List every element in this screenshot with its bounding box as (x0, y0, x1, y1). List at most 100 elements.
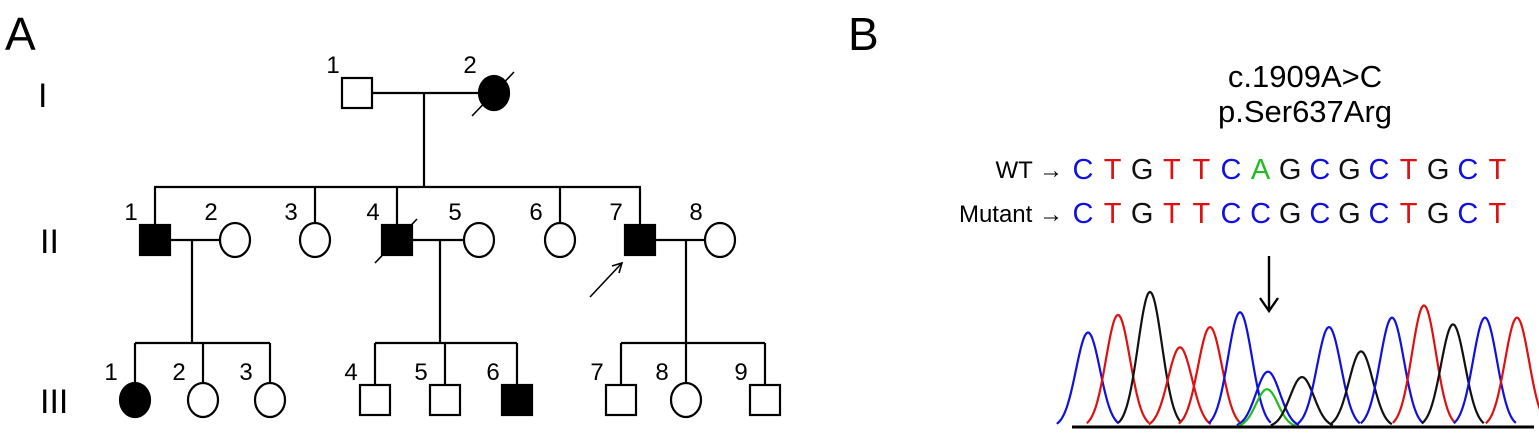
individual-number: 1 (124, 199, 137, 226)
base-letter: G (1338, 198, 1361, 230)
female-symbol (186, 381, 220, 419)
peak-C (1453, 316, 1517, 425)
mutant-label: Mutant → (959, 201, 1063, 228)
female-symbol (253, 381, 287, 419)
female-symbol (118, 381, 152, 419)
individual-number: 3 (239, 359, 252, 386)
panel-a-label: A (5, 8, 36, 60)
deceased-slash (374, 218, 418, 264)
individual-III-3: 3 (239, 359, 287, 419)
base-letter: G (1338, 154, 1361, 186)
individual-number: 4 (344, 359, 357, 386)
peak-G (1117, 290, 1182, 424)
individual-III-1: 1 (104, 359, 152, 419)
base-letter: T (1163, 198, 1181, 230)
pedigree-lines (133, 91, 767, 385)
panel-b-label: B (848, 8, 879, 60)
peak-T (1178, 325, 1242, 425)
individual-number: 3 (284, 199, 297, 226)
generation-label-II: II (40, 223, 59, 261)
peak-C (1360, 316, 1424, 425)
base-letter: G (1427, 154, 1450, 186)
individual-number: 4 (366, 199, 379, 226)
peak-G (1421, 323, 1485, 425)
female-symbol (543, 221, 577, 259)
individual-number: 5 (448, 199, 461, 226)
base-letter: T (1193, 198, 1211, 230)
individual-III-8: 8 (655, 359, 703, 419)
peak-C (1297, 325, 1361, 425)
peak-T (1485, 316, 1539, 425)
base-letter: C (1073, 198, 1094, 230)
male-symbol (604, 383, 638, 417)
individual-III-5: 5 (414, 359, 462, 417)
individual-number: 7 (609, 199, 622, 226)
individual-number: 7 (590, 359, 603, 386)
individual-number: 6 (529, 199, 542, 226)
male-symbol (340, 76, 374, 110)
pedigree-panel: A I II III (5, 8, 782, 421)
base-letter: C (1309, 198, 1330, 230)
individual-III-2: 2 (172, 359, 220, 419)
base-letter: C (1221, 198, 1242, 230)
individual-number: 6 (486, 359, 499, 386)
peak-A (1238, 388, 1296, 427)
individual-number: 1 (326, 52, 339, 79)
individual-II-2: 2 (204, 199, 252, 259)
peak-C (1236, 370, 1300, 427)
base-letter: T (1104, 154, 1122, 186)
female-symbol (703, 221, 737, 259)
male-symbol (138, 223, 172, 257)
base-letter: T (1104, 198, 1122, 230)
peak-C (1056, 331, 1120, 425)
individual-II-6: 6 (529, 199, 577, 259)
base-letter: C (1221, 154, 1242, 186)
male-symbol (623, 223, 657, 257)
base-letter: C (1369, 154, 1390, 186)
base-letter: C (1369, 198, 1390, 230)
peak-G (1270, 375, 1334, 427)
base-letter: C (1073, 154, 1094, 186)
peak-T (1086, 313, 1150, 425)
individual-number: 2 (463, 52, 476, 79)
individual-number: 2 (172, 359, 185, 386)
individual-number: 1 (104, 359, 117, 386)
male-symbol (500, 383, 534, 417)
base-letter: G (1279, 154, 1302, 186)
base-letter: G (1131, 198, 1154, 230)
peak-T (1392, 304, 1456, 424)
base-letter: G (1427, 198, 1450, 230)
individual-II-8: 8 (689, 199, 737, 259)
female-symbol (462, 221, 496, 259)
base-letter: T (1193, 154, 1211, 186)
chromatogram (1056, 290, 1539, 427)
peak-C (1208, 311, 1272, 424)
base-letter: C (1309, 154, 1330, 186)
variant-cdna: c.1909A>C (1228, 59, 1382, 94)
individual-II-1: 1 (124, 199, 172, 257)
base-letter: T (1400, 154, 1418, 186)
female-symbol (218, 221, 252, 259)
individual-II-3: 3 (284, 199, 332, 259)
individual-III-9: 9 (734, 359, 782, 417)
base-letter: T (1489, 198, 1507, 230)
proband-arrow-icon (589, 261, 624, 298)
peak-G (1329, 350, 1393, 426)
generation-label-III: III (40, 383, 68, 421)
individual-number: 5 (414, 359, 427, 386)
base-letter: G (1279, 198, 1302, 230)
individual-II-4: 4 (366, 199, 418, 264)
individual-number: 9 (734, 359, 747, 386)
mutation-arrow-icon (1259, 256, 1279, 314)
wt-label: WT → (995, 157, 1063, 184)
base-letter: T (1163, 154, 1181, 186)
male-symbol (358, 383, 392, 417)
female-symbol (298, 221, 332, 259)
generation-label-I: I (38, 77, 47, 115)
base-letter: C (1457, 154, 1478, 186)
individual-I-2: 2 (463, 52, 515, 117)
